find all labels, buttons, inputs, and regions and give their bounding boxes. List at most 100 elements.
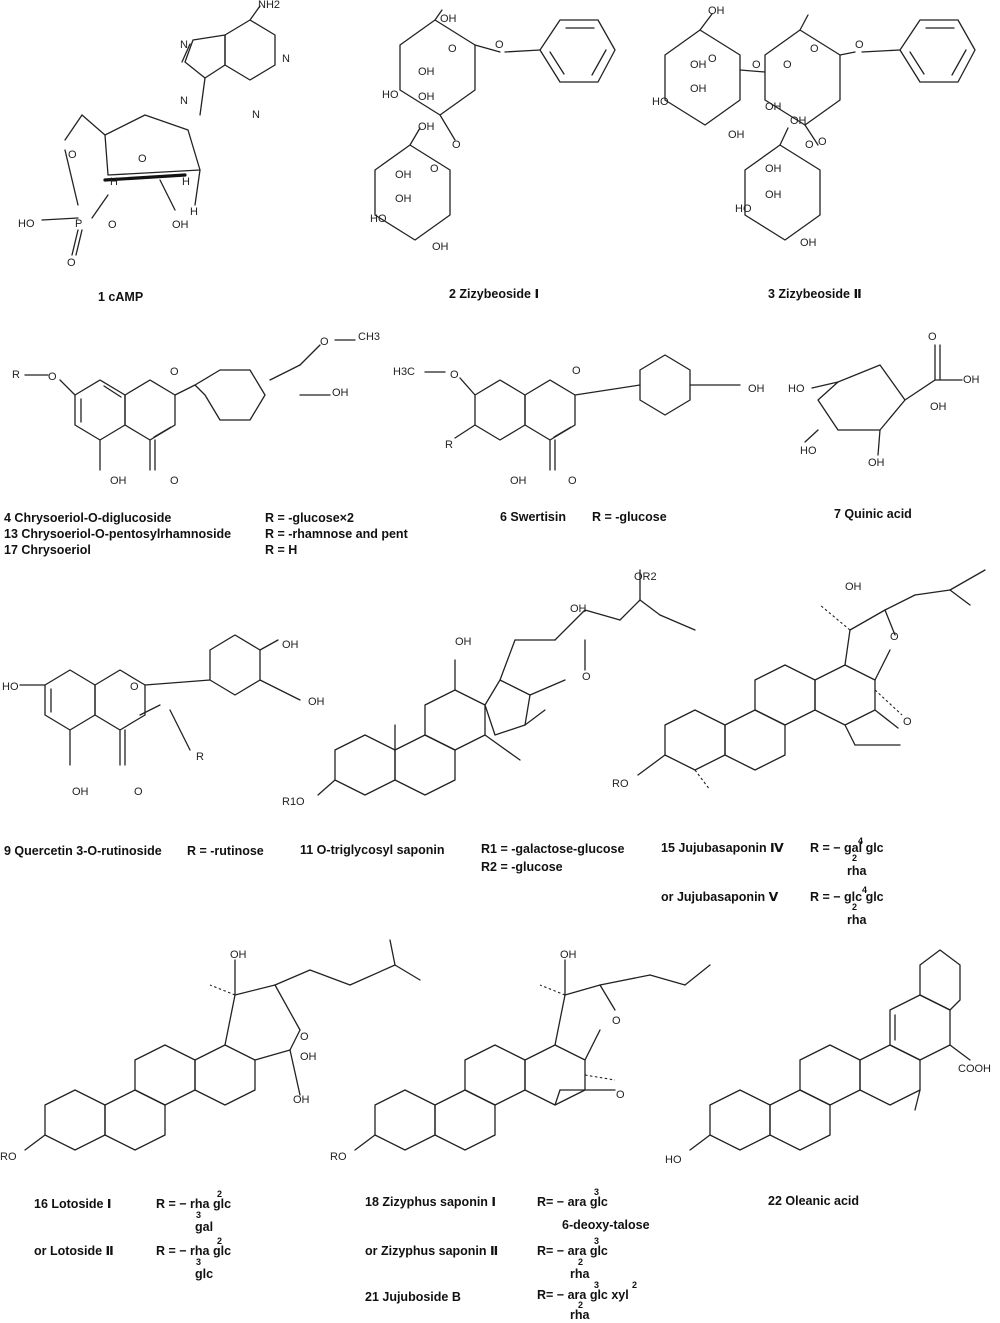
atom-label: O [582,671,591,683]
atom-label: OH [395,193,412,205]
atom-label: R1O [282,796,305,808]
atom-label: O [170,475,179,487]
atom-label: O [572,365,581,377]
atom-label: OH [708,5,725,17]
caption-lotoside-2-r: R = − rha glc [156,1244,232,1258]
atom-label: OH [440,13,457,25]
atom-label: OH [690,83,707,95]
caption-zizyphus-saponin-2-r: R= − ara glc [537,1244,608,1258]
atom-label: O [138,153,147,165]
atom-label: OH [300,1051,317,1063]
atom-label: HO [652,96,669,108]
atom-label: OH [845,581,862,593]
atom-label: O [928,331,937,343]
branch-sugar: rha [570,1267,590,1281]
structure-jujubasaponin [637,569,986,791]
atom-label: OH [332,387,349,399]
caption-compound-4: 4 Chrysoeriol-O-diglucoside [4,511,172,525]
atom-label: OH [308,696,325,708]
caption-jujuboside-b-r: R= − ara glc xyl [537,1288,629,1302]
atom-label: O [170,366,179,378]
atom-label: OH [765,163,782,175]
structure-chrysoeriol [24,339,356,471]
atom-label: OH [728,129,745,141]
structure-oleanic-acid [689,949,971,1151]
caption-quinic-acid: 7 Quinic acid [834,507,912,521]
atom-label: O [430,163,439,175]
atom-label: OH [930,401,947,413]
caption-lotoside-2: or Lotoside Ⅱ [34,1244,114,1258]
caption-compound-13-r: R = -rhamnose and pent [265,527,408,541]
atom-label: O [448,43,457,55]
atom-label: OH [790,115,807,127]
atom-label: O [130,681,139,693]
atom-label: OH [765,189,782,201]
caption-zizyphus-saponin-1: 18 Zizyphus saponin Ⅰ [365,1195,497,1209]
caption-triglycosyl-saponin: 11 O-triglycosyl saponin [300,843,445,857]
branch-position: 2 [852,902,858,912]
atom-label: HO [370,213,387,225]
caption-camp: 1 cAMP [98,290,144,304]
branch-sugar: gal [195,1220,214,1234]
caption-compound-4-r: R = -glucose×2 [265,511,354,525]
atom-label: O [495,39,504,51]
branch-position: 2 [578,1257,584,1267]
atom-label: HO [665,1154,682,1166]
atom-label: O [890,631,899,643]
atom-label: HO [800,445,817,457]
atom-label: O [903,716,912,728]
atom-label: OH [868,457,885,469]
caption-quercetin: 9 Quercetin 3-O-rutinoside [4,844,162,858]
atom-label: N [282,53,290,65]
atom-label: P [75,218,82,230]
caption-oleanic-acid: 22 Oleanic acid [768,1194,860,1208]
atom-label: COOH [958,1063,991,1075]
caption-triglycosyl-r2: R2 = -glucose [481,860,563,874]
atom-label: HO [788,383,805,395]
caption-compound-17: 17 Chrysoeriol [4,543,91,557]
atom-label: O [810,43,819,55]
caption-zizybeoside-1: 2 Zizybeoside Ⅰ [449,287,540,301]
atom-label: O [134,786,143,798]
linkage-number: 3 [594,1236,600,1246]
atom-label: N [252,109,260,121]
caption-jujubasaponin-5-r: R = − glc glc [810,890,884,904]
branch-position: 3 [196,1257,202,1267]
atom-label: R [445,439,453,451]
structure-swertisin [424,354,741,471]
caption-zizybeoside-2: 3 Zizybeoside Ⅱ [768,287,862,301]
linkage-number: 2 [217,1189,223,1199]
atom-label: H3C [393,366,415,378]
caption-jujubasaponin-5: or Jujubasaponin Ⅴ [661,890,779,904]
atom-label: O [855,39,864,51]
atom-label: O [68,149,77,161]
atom-label: O [805,139,814,151]
atom-label: OH [455,636,472,648]
atom-label: OH [418,121,435,133]
caption-lotoside-1: 16 Lotoside Ⅰ [34,1197,112,1211]
atom-label: RO [612,778,629,790]
atom-label: O [568,475,577,487]
atom-label: OH [418,91,435,103]
atom-label: O [612,1015,621,1027]
atom-label: H [190,206,198,218]
caption-triglycosyl-r1: R1 = -galactose-glucose [481,842,625,856]
atom-label: HO [735,203,752,215]
atom-label: OH [570,603,587,615]
branch-sugar: glc [195,1267,214,1281]
structure-zizybeoside-2 [664,13,976,241]
atom-label: NH2 [258,0,280,11]
structure-zizyphus-saponin [354,959,711,1151]
atom-label: OH [690,59,707,71]
structure-triglycosyl-saponin [317,569,696,796]
atom-label: H [182,176,190,188]
atom-label: HO [2,681,19,693]
atom-label: O [616,1089,625,1101]
atom-label: OH [748,383,765,395]
atom-label: O [450,369,459,381]
caption-quercetin-r: R = -rutinose [187,844,264,858]
atom-label: OH [395,169,412,181]
atom-label: O [108,219,117,231]
atom-label: OH [800,237,817,249]
structure-lotoside [24,939,421,1151]
